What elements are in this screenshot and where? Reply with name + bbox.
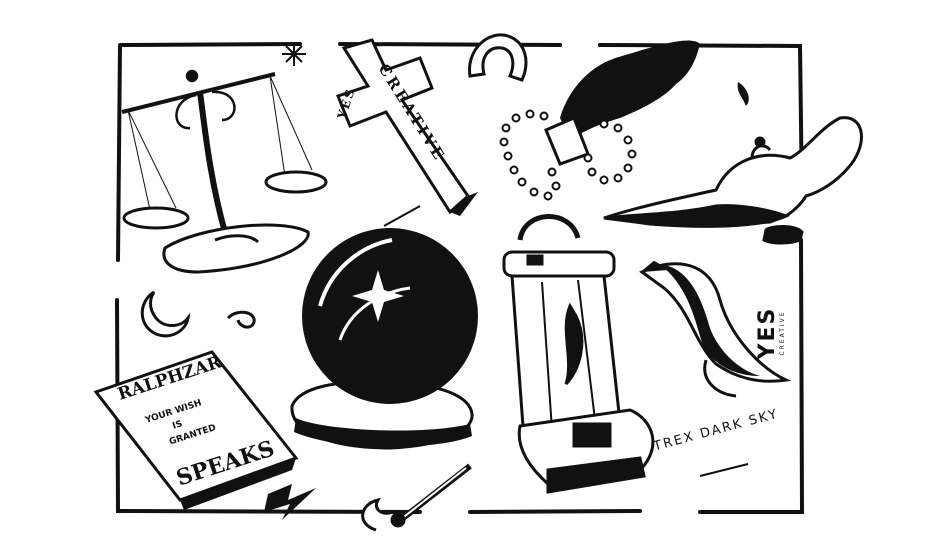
scales-icon [121, 69, 328, 274]
quill-icon [639, 260, 792, 398]
match-icon [361, 463, 472, 532]
yes-creative-logo: YES CREATIVE [755, 303, 827, 363]
moon-icon [140, 290, 191, 338]
cross-icon: CREATIVE YES [334, 38, 478, 216]
poster: RALPHZAR YOUR WISH IS GRANTED SPEAKS [93, 350, 299, 510]
logo-main-text: YES [755, 306, 780, 360]
crystal-ball-icon [290, 205, 478, 450]
logo-sub-text: CREATIVE [779, 310, 786, 356]
lantern-icon [502, 214, 655, 494]
swirl-icon [226, 310, 256, 329]
horseshoe-icon [468, 33, 528, 82]
sparkle-icon [282, 42, 306, 66]
genie-lamp-icon [603, 116, 863, 245]
beads-icon [499, 109, 637, 201]
monkey-paw-icon [499, 40, 700, 201]
droplet-icon [737, 82, 749, 106]
poster-line-2: IS [171, 419, 183, 432]
lightning-icon [264, 484, 316, 520]
tagline-accent [699, 463, 749, 477]
border-frame [115, 42, 805, 514]
